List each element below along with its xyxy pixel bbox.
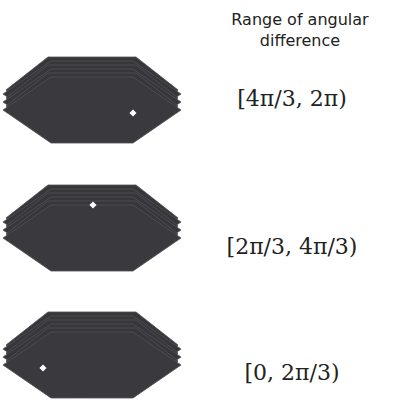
stacked-plate	[3, 185, 181, 281]
white-dot	[129, 109, 136, 116]
white-dot	[121, 273, 128, 280]
range-label: [0, 2π/3)	[244, 360, 339, 385]
plate-layer	[3, 332, 181, 398]
range-label: [4π/3, 2π)	[237, 86, 346, 111]
column-heading: Range of angular difference	[210, 9, 390, 51]
range-label: [2π/3, 4π/3)	[227, 234, 358, 259]
plate-layer	[3, 77, 181, 143]
stacked-plate	[3, 312, 181, 406]
white-dot	[89, 201, 96, 208]
white-dot	[76, 398, 83, 405]
white-dot	[39, 364, 46, 371]
plate-layer	[3, 205, 181, 271]
stacked-plate	[3, 57, 181, 143]
